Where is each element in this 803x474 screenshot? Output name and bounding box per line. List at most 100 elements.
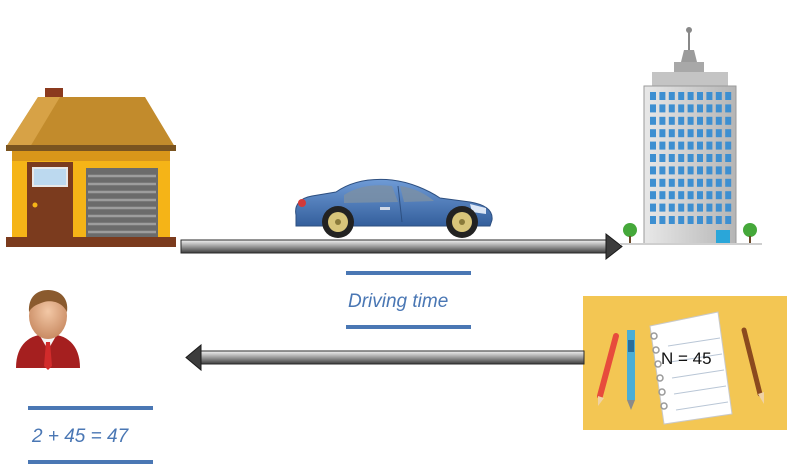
building-window — [678, 92, 685, 100]
building-window — [715, 154, 722, 162]
building-window — [697, 92, 703, 100]
building-window — [715, 129, 722, 138]
building-window — [678, 141, 685, 150]
building-window — [678, 203, 685, 212]
building-window — [650, 178, 656, 187]
building-window — [725, 154, 732, 162]
building-window — [725, 129, 732, 138]
building-window — [715, 191, 722, 200]
building-window — [687, 116, 694, 125]
building-window — [659, 92, 666, 100]
building-window — [715, 141, 722, 150]
businessman-icon — [16, 290, 80, 370]
building-window — [725, 166, 732, 175]
building-window — [715, 203, 722, 212]
building-window — [687, 178, 694, 187]
building-window — [697, 116, 703, 125]
building-window — [659, 154, 666, 162]
building-window — [650, 104, 656, 113]
driving-time-label: Driving time — [348, 291, 449, 312]
building-window — [678, 154, 685, 162]
building-window — [706, 203, 713, 212]
building-window — [650, 129, 656, 138]
building-window — [678, 178, 685, 187]
building-window — [687, 166, 694, 175]
building-window — [697, 203, 703, 212]
building-window — [650, 116, 656, 125]
office-building-icon — [620, 27, 762, 245]
building-window — [668, 92, 675, 100]
building-window — [668, 216, 675, 224]
building-window — [697, 166, 703, 175]
building-window — [697, 191, 703, 200]
building-window — [687, 141, 694, 150]
building-window — [725, 191, 732, 200]
building-window — [725, 104, 732, 113]
building-window — [678, 191, 685, 200]
building-window — [706, 104, 713, 113]
building-window — [678, 129, 685, 138]
equation-rule-top — [28, 406, 153, 410]
building-window — [697, 216, 703, 224]
building-window — [650, 141, 656, 150]
building-window — [725, 216, 732, 224]
building-window — [697, 141, 703, 150]
building-window — [715, 116, 722, 125]
building-window — [706, 178, 713, 187]
building-window — [668, 129, 675, 138]
arrow-left — [185, 343, 585, 372]
building-window — [725, 178, 732, 187]
building-window — [659, 178, 666, 187]
building-window — [715, 178, 722, 187]
building-window — [650, 216, 656, 224]
building-window — [706, 129, 713, 138]
house-icon — [6, 88, 176, 247]
building-window — [706, 141, 713, 150]
building-window — [668, 166, 675, 175]
building-window — [659, 203, 666, 212]
building-window — [659, 116, 666, 125]
building-window — [650, 191, 656, 200]
building-window — [659, 104, 666, 113]
driving-time-rule-top — [346, 271, 471, 275]
building-window — [706, 92, 713, 100]
building-window — [697, 129, 703, 138]
building-window — [725, 203, 732, 212]
building-window — [659, 129, 666, 138]
building-window — [650, 92, 656, 100]
building-window — [659, 141, 666, 150]
notepad-icon — [583, 296, 787, 430]
equation-label: 2 + 45 = 47 — [32, 426, 129, 447]
building-window — [687, 216, 694, 224]
building-window — [706, 216, 713, 224]
building-window — [725, 116, 732, 125]
building-window — [668, 116, 675, 125]
building-window — [706, 116, 713, 125]
building-window — [715, 216, 722, 224]
building-window — [687, 129, 694, 138]
arrow-right — [180, 232, 623, 261]
building-window — [650, 166, 656, 175]
building-window — [659, 166, 666, 175]
building-window — [687, 191, 694, 200]
building-window — [678, 166, 685, 175]
notepad-text: N = 45 — [661, 349, 712, 368]
building-window — [715, 166, 722, 175]
building-window — [659, 216, 666, 224]
building-window — [687, 154, 694, 162]
building-window — [715, 104, 722, 113]
building-window — [668, 141, 675, 150]
building-window — [668, 104, 675, 113]
building-window — [697, 154, 703, 162]
building-window — [687, 203, 694, 212]
building-window — [687, 104, 694, 113]
building-window — [678, 104, 685, 113]
building-window — [706, 191, 713, 200]
building-window — [650, 154, 656, 162]
driving-time-rule-bottom — [346, 325, 471, 329]
building-window — [678, 216, 685, 224]
building-window — [668, 178, 675, 187]
building-window — [678, 116, 685, 125]
building-window — [706, 154, 713, 162]
building-window — [697, 104, 703, 113]
